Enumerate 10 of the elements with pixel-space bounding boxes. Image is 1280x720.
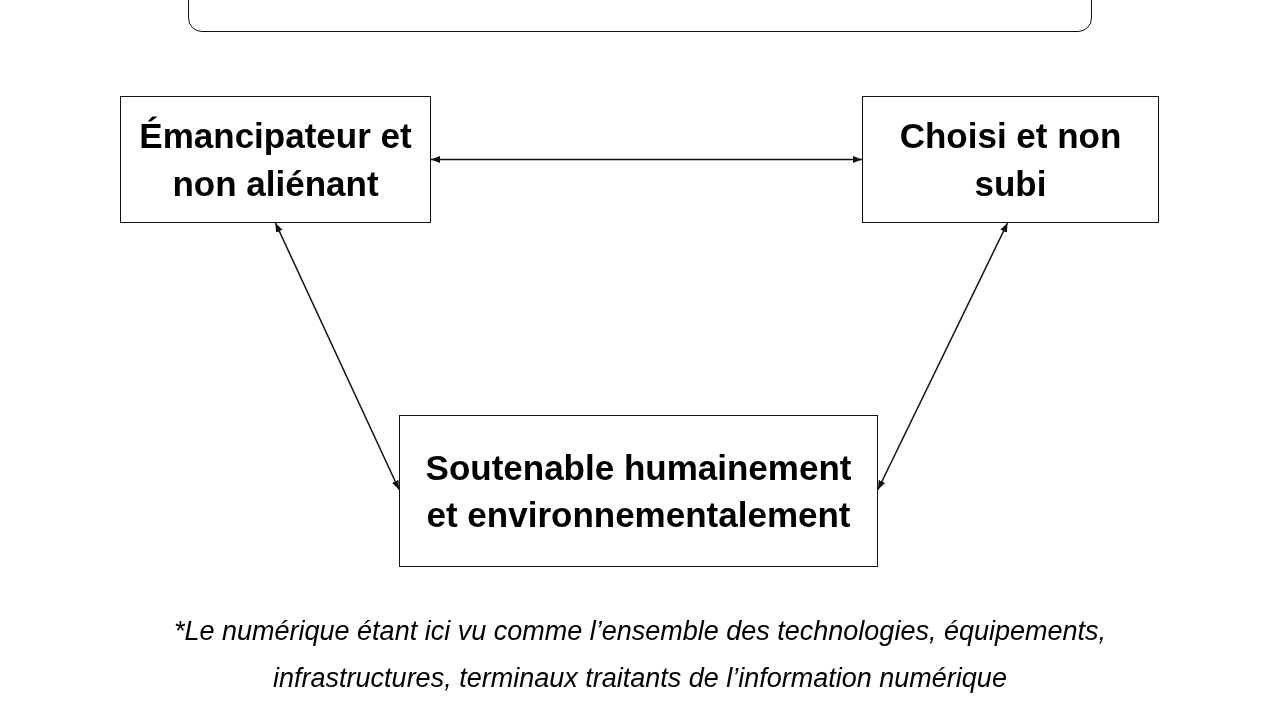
box-label: Choisi et non subi bbox=[898, 115, 1123, 205]
text-box bbox=[862, 96, 1159, 223]
double-arrow bbox=[430, 155, 863, 164]
box-label: Émancipateur et non aliénant bbox=[138, 115, 413, 205]
double-arrow bbox=[274, 222, 400, 491]
footnote: *Le numérique étant ici vu comme l’ensemble des technologies, équipements, infrastructures, terminaux traitants de l’information numérique bbox=[173, 615, 1107, 695]
text-box bbox=[399, 415, 878, 567]
double-arrow bbox=[877, 222, 1009, 491]
text-box bbox=[120, 96, 431, 223]
box-label: Soutenable humainement et environnementalement bbox=[424, 446, 853, 536]
